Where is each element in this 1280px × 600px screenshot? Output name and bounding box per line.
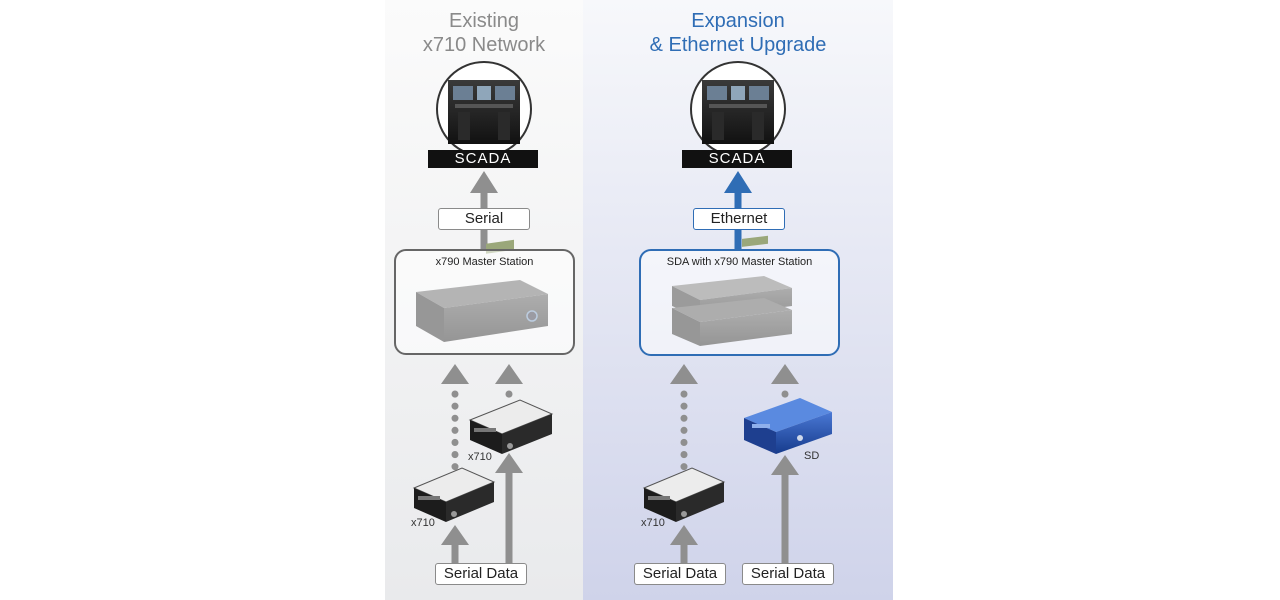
sd-device-label: SD: [804, 450, 820, 462]
x710-device-label: x710: [468, 451, 492, 463]
title-line: x710 Network: [422, 34, 546, 56]
radio-link-arrow: [670, 364, 698, 472]
serial-data-arrow: [771, 455, 799, 564]
x710-radio-icon: [642, 467, 726, 522]
radio-link-arrow: [771, 364, 799, 406]
x710-device-label: x710: [411, 517, 435, 529]
serial-data-arrow: [495, 453, 523, 564]
ethernet-link-label: Ethernet: [693, 208, 785, 230]
x710-radio-icon: [468, 399, 554, 454]
sda-master-station-box: SDA with x790 Master Station: [639, 249, 840, 356]
title-line: Expansion: [691, 10, 785, 32]
x710-radio-icon: [412, 467, 496, 522]
master-station-box: x790 Master Station: [394, 249, 575, 355]
scada-console-icon: [690, 61, 786, 157]
scada-label: SCADA: [428, 150, 538, 168]
master-station-label: x790 Master Station: [435, 256, 534, 268]
expansion-title: Expansion & Ethernet Upgrade: [583, 9, 893, 57]
serial-data-arrow: [441, 525, 469, 564]
serial-data-label: Serial Data: [435, 563, 527, 585]
radio-link-arrow: [441, 364, 469, 474]
serial-link-label: Serial: [438, 208, 530, 230]
title-line: Existing: [448, 10, 520, 32]
x710-device-label: x710: [641, 517, 665, 529]
title-line: & Ethernet Upgrade: [649, 34, 827, 56]
scada-console-icon: [436, 61, 532, 157]
scada-label: SCADA: [682, 150, 792, 168]
existing-network-title: Existing x710 Network: [385, 9, 583, 57]
radio-link-arrow: [495, 364, 523, 406]
serial-data-label: Serial Data: [742, 563, 834, 585]
serial-data-label: Serial Data: [634, 563, 726, 585]
sd-radio-icon: [744, 398, 832, 454]
serial-data-arrow: [670, 525, 698, 564]
master-station-label: SDA with x790 Master Station: [666, 256, 813, 268]
